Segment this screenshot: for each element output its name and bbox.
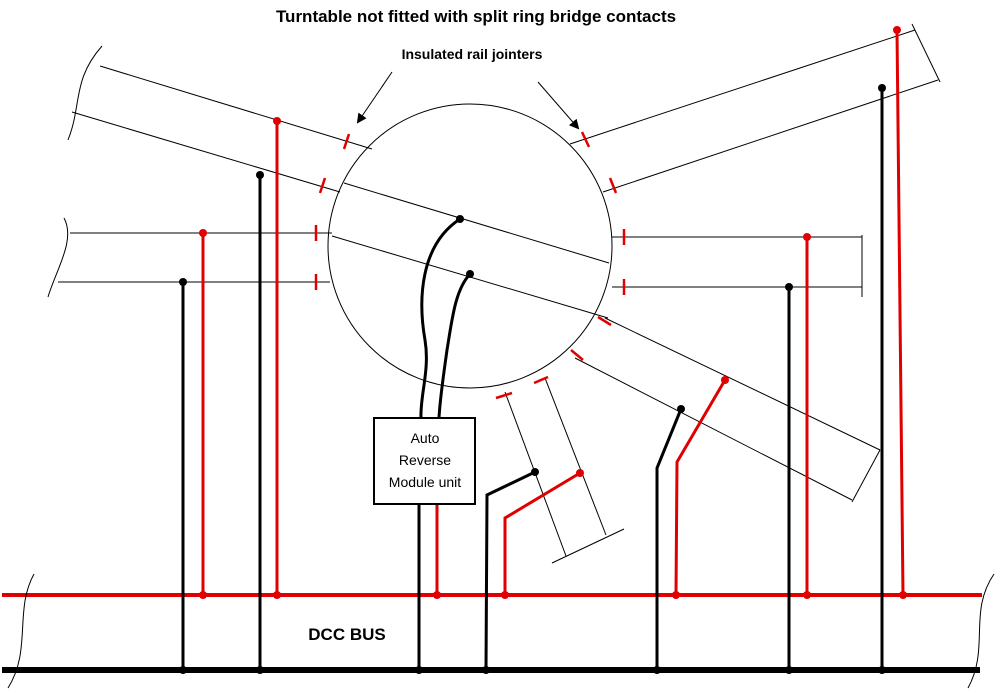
track-upper-left-end <box>67 45 103 141</box>
rail-connection-dots <box>179 26 901 477</box>
track-lower-rail-2 <box>544 377 607 536</box>
track-lower-right-end <box>851 449 881 503</box>
track-upper-right-rail-2 <box>602 79 939 193</box>
track-upper-left-rail-2 <box>71 111 341 193</box>
jointer-note: Insulated rail jointers <box>402 46 543 62</box>
bus-label: DCC BUS <box>308 625 385 644</box>
track-upper-left-rail-1 <box>99 65 373 150</box>
feeder-upper-right-red <box>895 29 905 596</box>
module-label-line2: Reverse <box>399 452 451 468</box>
track-lower-right-rail-2 <box>574 357 853 501</box>
auto-reverse-module: Auto Reverse Module unit <box>373 417 476 505</box>
insulated-jointers <box>314 131 626 400</box>
jointer-arrow-left <box>356 71 393 124</box>
track-lower-end <box>551 528 625 564</box>
track-left-end <box>47 217 69 298</box>
feeder-lower-black <box>484 470 536 671</box>
bridge-rail-top <box>343 182 610 264</box>
feeder-lower-right-black <box>655 408 683 670</box>
bridge-wire-1 <box>419 217 461 419</box>
feeder-lower-right-red <box>674 379 727 596</box>
bus-break-right <box>967 573 995 689</box>
bridge-wire-2 <box>437 272 472 419</box>
track-upper-right-rail-1 <box>569 29 916 145</box>
diagram-title: Turntable not fitted with split ring bri… <box>276 7 676 26</box>
jointer-arrow-right <box>537 81 580 130</box>
feeder-lower-red <box>503 471 581 595</box>
module-label-line1: Auto <box>411 430 440 446</box>
bus-break-left <box>7 573 35 689</box>
bus-junction-dots <box>179 591 907 674</box>
track-lower-right-rail-1 <box>604 317 881 451</box>
turntable-pit <box>327 103 613 389</box>
track-upper-right-end <box>911 23 941 83</box>
module-label-line3: Module unit <box>389 474 461 490</box>
